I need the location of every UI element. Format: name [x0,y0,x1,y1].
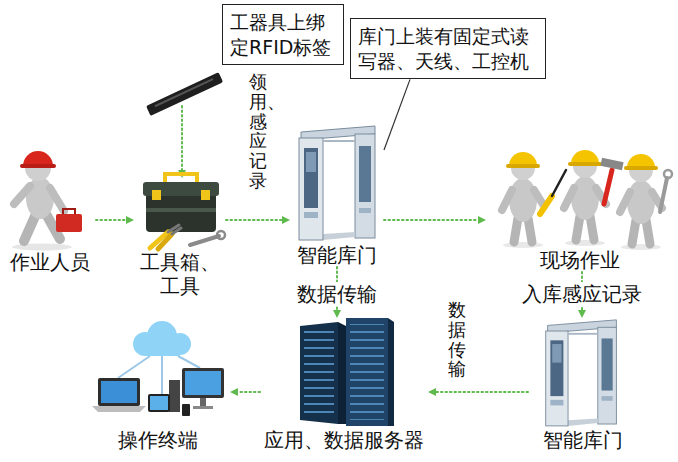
node-label: 操作终端 [86,428,230,452]
callout-box: 库门上装有固定式读写器、天线、工控机 [350,18,546,79]
terminal-figure [92,321,224,416]
arrow-head [282,216,290,224]
node-label: 作业人员 [4,250,96,274]
worker-figure [12,151,82,251]
edge-label: 入库感应记录 [519,282,645,306]
connector-line [238,391,260,393]
figure-node: 智能库门 [290,125,384,267]
figure-node: 现场作业 [486,148,674,272]
dotted-arrow [428,388,528,396]
arrow-head [230,388,238,396]
rfid-tag [146,72,223,116]
field-workers-figure [502,150,672,250]
arrow-head [333,310,341,318]
callout-text: 库门上装有固定式读写器、天线、工控机 [358,24,538,73]
node-label: 智能库门 [528,428,637,452]
toolbox-figure [143,174,225,249]
figure-node: 工具箱、 工具 [134,168,226,298]
node-label: 现场作业 [486,248,674,272]
connector-line [436,391,528,393]
dotted-arrow [230,388,260,396]
node-label: 应用、数据服务器 [260,428,428,452]
node-label: 工具箱、 工具 [134,250,226,298]
callout-box: 工器具上绑定RFID标签 [222,4,344,65]
connector-line [226,219,282,221]
arrow-head [428,388,436,396]
figure-node: 应用、数据服务器 [260,318,428,452]
connector-line [384,219,478,221]
arrow-head [578,310,586,318]
node-label: 智能库门 [290,243,384,267]
dotted-arrow [384,216,486,224]
dotted-arrow [226,216,290,224]
edge-label: 领用、感应记录 [249,72,267,191]
callout-text: 工器具上绑定RFID标签 [230,10,336,59]
connector-line [96,219,126,221]
connector-line [384,79,410,150]
figure-node: 智能库门 [528,318,637,452]
figure-node: 作业人员 [4,150,96,274]
dotted-arrow [384,79,410,150]
tag-arrow [178,106,186,178]
edge-label: 数据传输 [294,282,380,306]
edge-label: 数据传输 [448,300,466,379]
dotted-arrow [96,216,134,224]
smart-door-figure [546,320,617,426]
smart-door-figure [299,126,375,240]
figure-node: 操作终端 [86,322,230,452]
server-figure [300,318,394,426]
arrow-head [126,216,134,224]
arrow-head [478,216,486,224]
